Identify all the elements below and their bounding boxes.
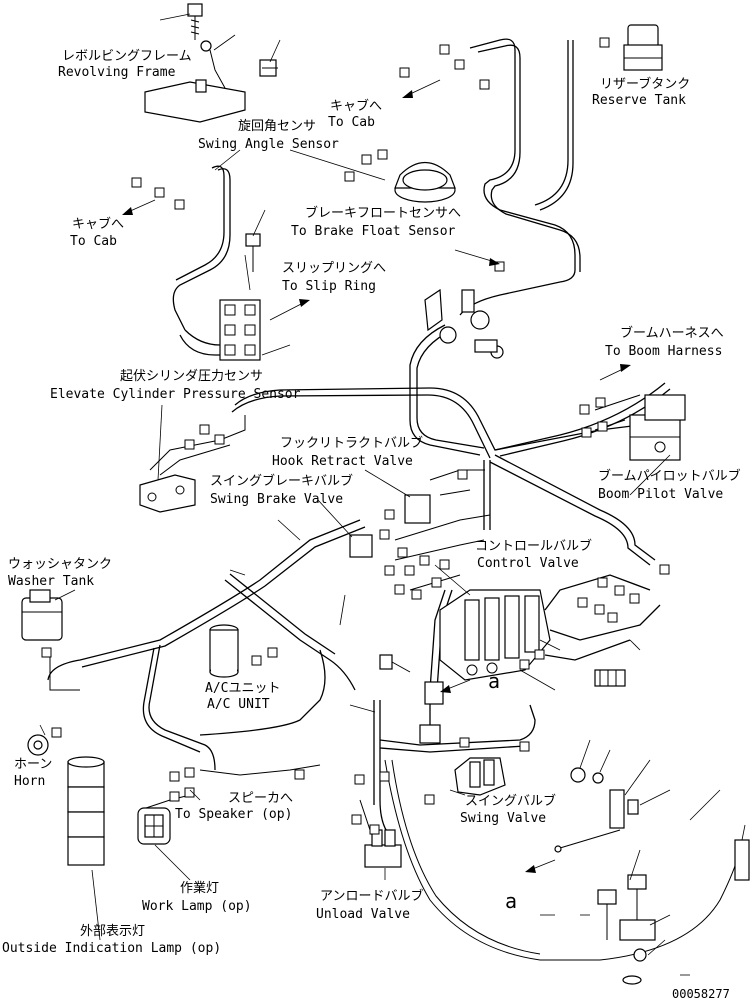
revolving-frame-plate bbox=[144, 81, 246, 123]
direction-arrows bbox=[122, 79, 631, 873]
unload-valve-icon bbox=[364, 829, 402, 868]
ac-unit-label-jp: A/Cユニット bbox=[205, 681, 280, 696]
speaker-label: To Speaker (op) bbox=[175, 807, 292, 822]
leader-lines bbox=[39, 13, 746, 976]
washer-tank-icon bbox=[21, 589, 63, 641]
swing-brake-label-jp: スイングブレーキバルブ bbox=[210, 473, 353, 489]
work-lamp-label: Work Lamp (op) bbox=[142, 899, 252, 914]
revolving-frame-label: Revolving Frame bbox=[58, 65, 176, 80]
part-labels: レボルビングフレーム Revolving Frame リザーブタンク Reser… bbox=[2, 49, 741, 1001]
detail-marker-a-lower: a bbox=[505, 889, 517, 913]
hook-retract-label: Hook Retract Valve bbox=[272, 454, 413, 469]
swing-valve-icon bbox=[454, 757, 506, 796]
horn-label-jp: ホーン bbox=[14, 757, 52, 772]
washer-tank-label-jp: ウォッシャタンク bbox=[8, 557, 112, 572]
speaker-label-jp: スピーカへ bbox=[228, 791, 293, 806]
control-valve-icon bbox=[439, 589, 551, 681]
swing-angle-sensor-label: Swing Angle Sensor bbox=[198, 137, 339, 152]
harness-wires bbox=[47, 38, 741, 961]
swing-valve-label: Swing Valve bbox=[460, 811, 546, 826]
swing-brake-label: Swing Brake Valve bbox=[210, 492, 343, 507]
reserve-tank-icon bbox=[623, 24, 663, 71]
swing-valve-label-jp: スイングバルブ bbox=[465, 793, 556, 809]
ac-unit-icon bbox=[209, 624, 239, 678]
reserve-tank-label: Reserve Tank bbox=[592, 93, 686, 108]
slip-ring-connectors bbox=[219, 299, 261, 361]
swing-angle-sensor-icon bbox=[394, 161, 456, 203]
boom-harness-label: To Boom Harness bbox=[605, 344, 722, 359]
swing-brake-valve-icon bbox=[349, 534, 373, 558]
to-cab-left-label: To Cab bbox=[70, 234, 117, 249]
work-lamp-icon bbox=[137, 807, 171, 845]
swing-angle-sensor-label-jp: 旋回角センサ bbox=[238, 119, 316, 134]
elevate-cylinder-label-jp: 起伏シリンダ圧力センサ bbox=[120, 369, 263, 384]
to-cab-left-label-jp: キャブへ bbox=[72, 216, 124, 232]
outside-lamp-label-jp: 外部表示灯 bbox=[80, 924, 145, 939]
elevate-cylinder-label: Elevate Cylinder Pressure Sensor bbox=[50, 387, 301, 402]
boom-pilot-label: Boom Pilot Valve bbox=[598, 487, 723, 502]
connectors bbox=[41, 37, 670, 835]
elevate-cylinder-sensor-icon bbox=[139, 474, 196, 513]
ac-unit-label: A/C UNIT bbox=[207, 697, 270, 712]
outside-lamp-label: Outside Indication Lamp (op) bbox=[2, 941, 221, 956]
to-cab-top-label-jp: キャブへ bbox=[330, 98, 382, 114]
reserve-tank-label-jp: リザーブタンク bbox=[600, 76, 690, 92]
unload-valve-label-jp: アンロードバルブ bbox=[320, 888, 423, 904]
slip-ring-label: To Slip Ring bbox=[282, 279, 376, 294]
boom-pilot-label-jp: ブームパイロットバルブ bbox=[598, 468, 741, 484]
unload-valve-label: Unload Valve bbox=[316, 907, 410, 922]
control-valve-label-jp: コントロールバルブ bbox=[475, 538, 592, 554]
horn-label: Horn bbox=[14, 774, 45, 789]
brake-float-sensor-label: To Brake Float Sensor bbox=[291, 224, 456, 239]
washer-tank-label: Washer Tank bbox=[8, 574, 94, 589]
horn-icon bbox=[27, 734, 49, 756]
work-lamp-label-jp: 作業灯 bbox=[180, 880, 219, 896]
parts bbox=[21, 3, 750, 985]
control-valve-label: Control Valve bbox=[477, 556, 579, 571]
boom-pilot-valve-icon bbox=[629, 394, 686, 461]
revolving-frame-label-jp: レボルビングフレーム bbox=[62, 49, 192, 64]
slip-ring-label-jp: スリップリングへ bbox=[282, 261, 386, 276]
outside-indication-lamp-icon bbox=[67, 756, 105, 866]
to-cab-top-label: To Cab bbox=[328, 115, 375, 130]
brake-float-sensor-label-jp: ブレーキフロートセンサへ bbox=[305, 205, 461, 221]
hook-retract-label-jp: フックリトラクトバルブ bbox=[280, 435, 423, 451]
bolt-icon bbox=[187, 3, 203, 17]
hook-retract-valve-icon bbox=[404, 494, 431, 524]
detail-marker-a: a bbox=[488, 669, 500, 693]
boom-harness-label-jp: ブームハーネスへ bbox=[620, 325, 724, 341]
drawing-number: 00058277 bbox=[672, 987, 730, 1001]
